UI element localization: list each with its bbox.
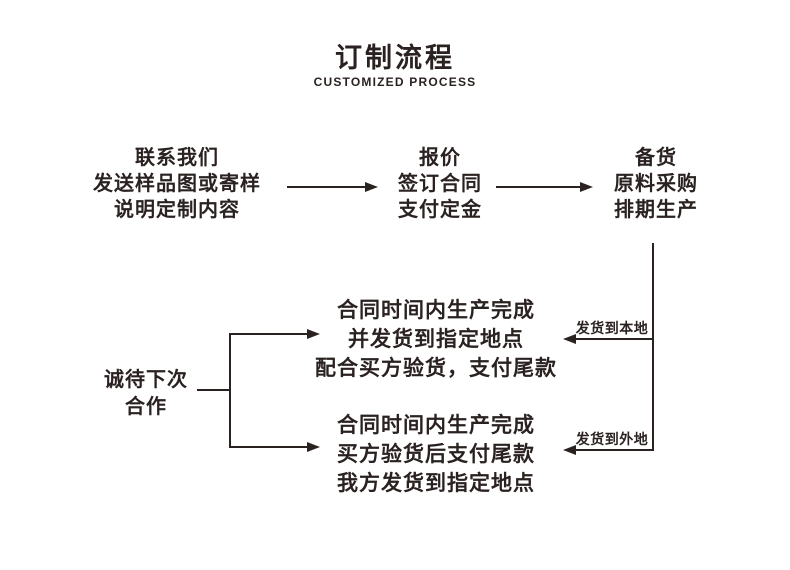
branch-remote-label: 发货到外地 <box>575 431 649 447</box>
page-subtitle: CUSTOMIZED PROCESS <box>313 75 477 89</box>
line-step3-down <box>652 243 654 451</box>
arrow-step2-to-step3-icon <box>496 182 593 192</box>
page-title: 订制流程 <box>335 43 455 73</box>
step-contact-line-3: 说明定制内容 <box>114 199 240 221</box>
step-contact-line-2: 发送样品图或寄样 <box>93 173 261 195</box>
closing-block: 诚待下次 合作 <box>104 367 188 421</box>
step-quote-line-3: 支付定金 <box>398 199 482 221</box>
closing-line-1: 诚待下次 <box>104 369 188 391</box>
branch-local-label: 发货到本地 <box>575 320 649 336</box>
step-contact-line-1: 联系我们 <box>135 147 219 169</box>
step-quote-line-2: 签订合同 <box>398 173 482 195</box>
branch-remote-line-2: 买方验货后支付尾款 <box>337 443 535 466</box>
arrow-closing-to-remote-icon <box>229 442 320 452</box>
step-stock-line-2: 原料采购 <box>614 173 698 195</box>
closing-line-2: 合作 <box>125 396 167 418</box>
branch-remote-line-1: 合同时间内生产完成 <box>337 414 535 437</box>
step-stock-block: 备货 原料采购 排期生产 <box>614 145 698 223</box>
step-stock-line-1: 备货 <box>635 147 677 169</box>
step-stock-line-3: 排期生产 <box>614 199 698 221</box>
step-quote-line-1: 报价 <box>419 147 461 169</box>
arrow-to-local-branch-icon <box>563 334 653 344</box>
step-quote-block: 报价 签订合同 支付定金 <box>398 145 482 223</box>
arrow-to-remote-branch-icon <box>563 445 653 455</box>
branch-local-line-1: 合同时间内生产完成 <box>337 299 535 322</box>
line-closing-vertical <box>229 334 231 448</box>
step-contact-block: 联系我们 发送样品图或寄样 说明定制内容 <box>93 145 261 223</box>
branch-local-line-3: 配合买方验货，支付尾款 <box>315 357 557 380</box>
line-closing-stub <box>197 389 230 391</box>
arrow-step1-to-step2-icon <box>287 182 378 192</box>
branch-remote-line-3: 我方发货到指定地点 <box>337 472 535 495</box>
arrow-closing-to-local-icon <box>229 329 320 339</box>
branch-local-line-2: 并发货到指定地点 <box>348 328 524 351</box>
branch-remote-block: 合同时间内生产完成 买方验货后支付尾款 我方发货到指定地点 <box>337 411 535 498</box>
branch-local-block: 合同时间内生产完成 并发货到指定地点 配合买方验货，支付尾款 <box>315 296 557 383</box>
